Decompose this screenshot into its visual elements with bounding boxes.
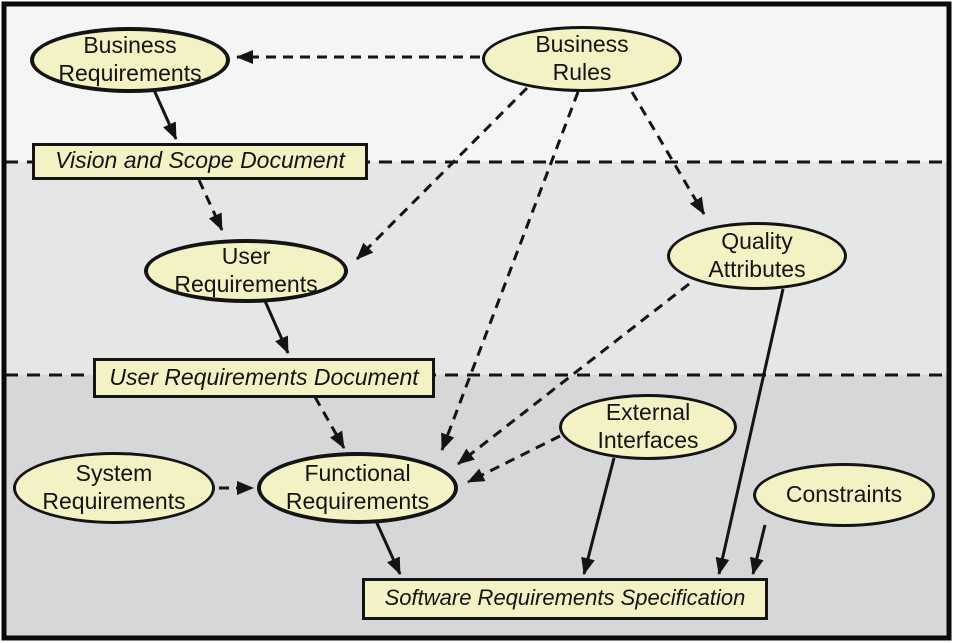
node-vision-and-scope-document: Vision and Scope Document xyxy=(32,143,368,180)
node-label: Vision and Scope Document xyxy=(55,147,345,174)
node-label: Software Requirements Specification xyxy=(384,584,746,610)
node-business-requirements: Business Requirements xyxy=(30,27,230,93)
node-quality-attributes: Quality Attributes xyxy=(667,222,847,290)
edge-quality-attributes-to-functional-requirements xyxy=(457,282,690,466)
node-user-requirements: User Requirements xyxy=(144,239,348,303)
node-label: System Requirements xyxy=(42,459,186,514)
node-user-requirements-document: User Requirements Document xyxy=(93,358,435,398)
edge-user-requirements-document-to-functional-requirements xyxy=(313,396,346,449)
node-software-requirements-specification: Software Requirements Specification xyxy=(362,578,768,620)
edge-constraints-to-srs xyxy=(750,524,767,575)
node-label: User Requirements Document xyxy=(109,363,419,390)
edge-vision-scope-document-to-user-requirements xyxy=(197,179,224,231)
node-label: External Interfaces xyxy=(597,398,699,453)
node-label: Quality Attributes xyxy=(708,227,806,282)
edge-external-interfaces-to-functional-requirements xyxy=(467,434,561,484)
node-label: User Requirements xyxy=(174,242,318,297)
node-external-interfaces: External Interfaces xyxy=(559,394,737,460)
node-business-rules: Business Rules xyxy=(482,26,682,92)
edge-business-requirements-to-vision-scope-document xyxy=(152,89,178,140)
node-label: Business Rules xyxy=(535,30,629,85)
node-label: Functional Requirements xyxy=(285,459,430,514)
edge-external-interfaces-to-srs xyxy=(581,457,616,575)
node-functional-requirements: Functional Requirements xyxy=(257,452,458,524)
node-label: Business Requirements xyxy=(58,31,202,86)
node-system-requirements: System Requirements xyxy=(13,452,215,524)
edge-functional-requirements-to-srs xyxy=(374,520,402,575)
edge-business-rules-to-user-requirements xyxy=(355,86,529,261)
edge-quality-attributes-to-srs xyxy=(715,288,785,575)
edge-business-rules-to-functional-requirements xyxy=(440,91,580,451)
edge-business-rules-to-quality-attributes xyxy=(630,91,706,215)
node-label: Constraints xyxy=(785,480,903,507)
edge-user-requirements-to-user-requirements-document xyxy=(263,300,290,354)
node-constraints: Constraints xyxy=(753,463,935,527)
